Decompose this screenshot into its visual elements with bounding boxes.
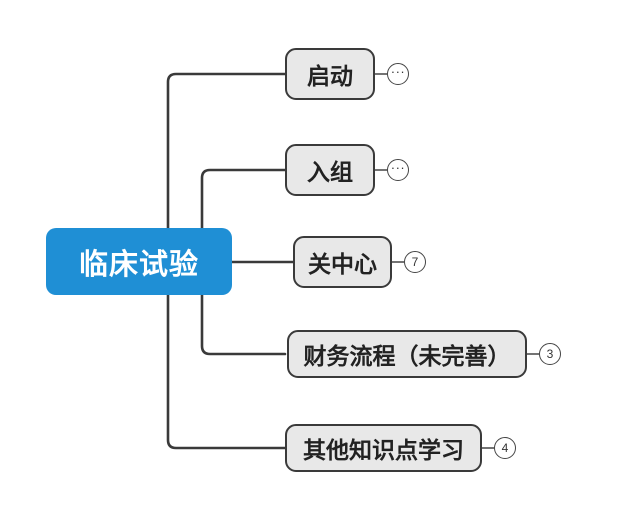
- badge-count-caiwuliucheng[interactable]: 3: [539, 343, 561, 365]
- root-node[interactable]: 临床试验: [46, 228, 232, 295]
- node-guanzhongxin[interactable]: 关中心: [293, 236, 392, 288]
- node-ruzu[interactable]: 入组: [285, 144, 375, 196]
- node-qitazhishidian[interactable]: 其他知识点学习: [285, 424, 482, 472]
- node-qidong[interactable]: 启动: [285, 48, 375, 100]
- badge-count-qitazhishidian[interactable]: 4: [494, 437, 516, 459]
- badge-collapsed-qidong[interactable]: ···: [387, 63, 409, 85]
- node-caiwuliucheng[interactable]: 财务流程（未完善）: [287, 330, 527, 378]
- badge-count-guanzhongxin[interactable]: 7: [404, 251, 426, 273]
- badge-collapsed-ruzu[interactable]: ···: [387, 159, 409, 181]
